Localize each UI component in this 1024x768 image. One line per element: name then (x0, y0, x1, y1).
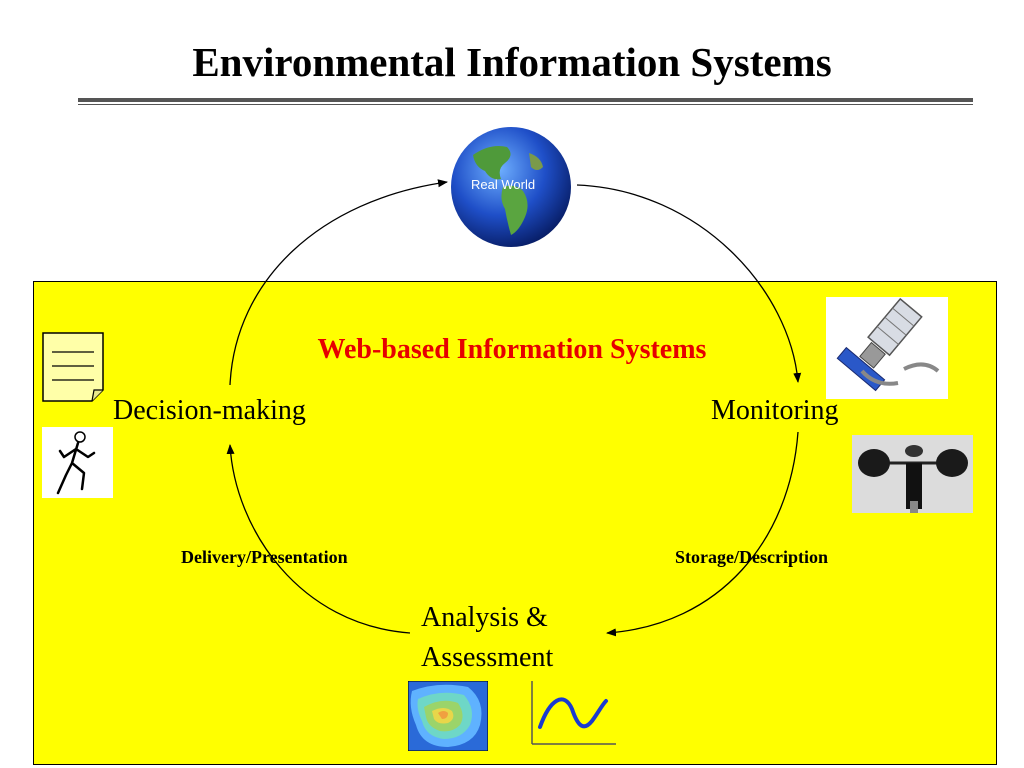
arrow-world-to-monitoring (576, 184, 802, 383)
arrow-decision-to-world (229, 179, 448, 386)
page-title: Environmental Information Systems (192, 39, 832, 85)
runner-icon (42, 427, 113, 498)
real-world-label: Real World (471, 177, 536, 192)
title-underline-thin (78, 104, 973, 105)
arrow-analysis-to-decision (226, 444, 411, 634)
delivery-presentation-label: Delivery/Presentation (181, 547, 348, 567)
arrow-monitoring-to-analysis (606, 431, 799, 637)
anemometer-icon (852, 435, 973, 513)
satellite-icon (826, 297, 948, 399)
storage-description-label: Storage/Description (675, 547, 828, 567)
monitoring-label: Monitoring (711, 395, 839, 426)
panel-title: Web-based Information Systems (317, 334, 707, 365)
analysis-label-line2: Assessment (421, 642, 554, 673)
analysis-label-line1: Analysis & (421, 602, 548, 633)
title-underline (78, 98, 973, 102)
decision-making-label: Decision-making (113, 395, 306, 426)
document-icon (42, 332, 104, 402)
line-graph-icon (531, 681, 616, 745)
globe-icon (451, 127, 571, 247)
contour-map-icon (408, 681, 488, 751)
